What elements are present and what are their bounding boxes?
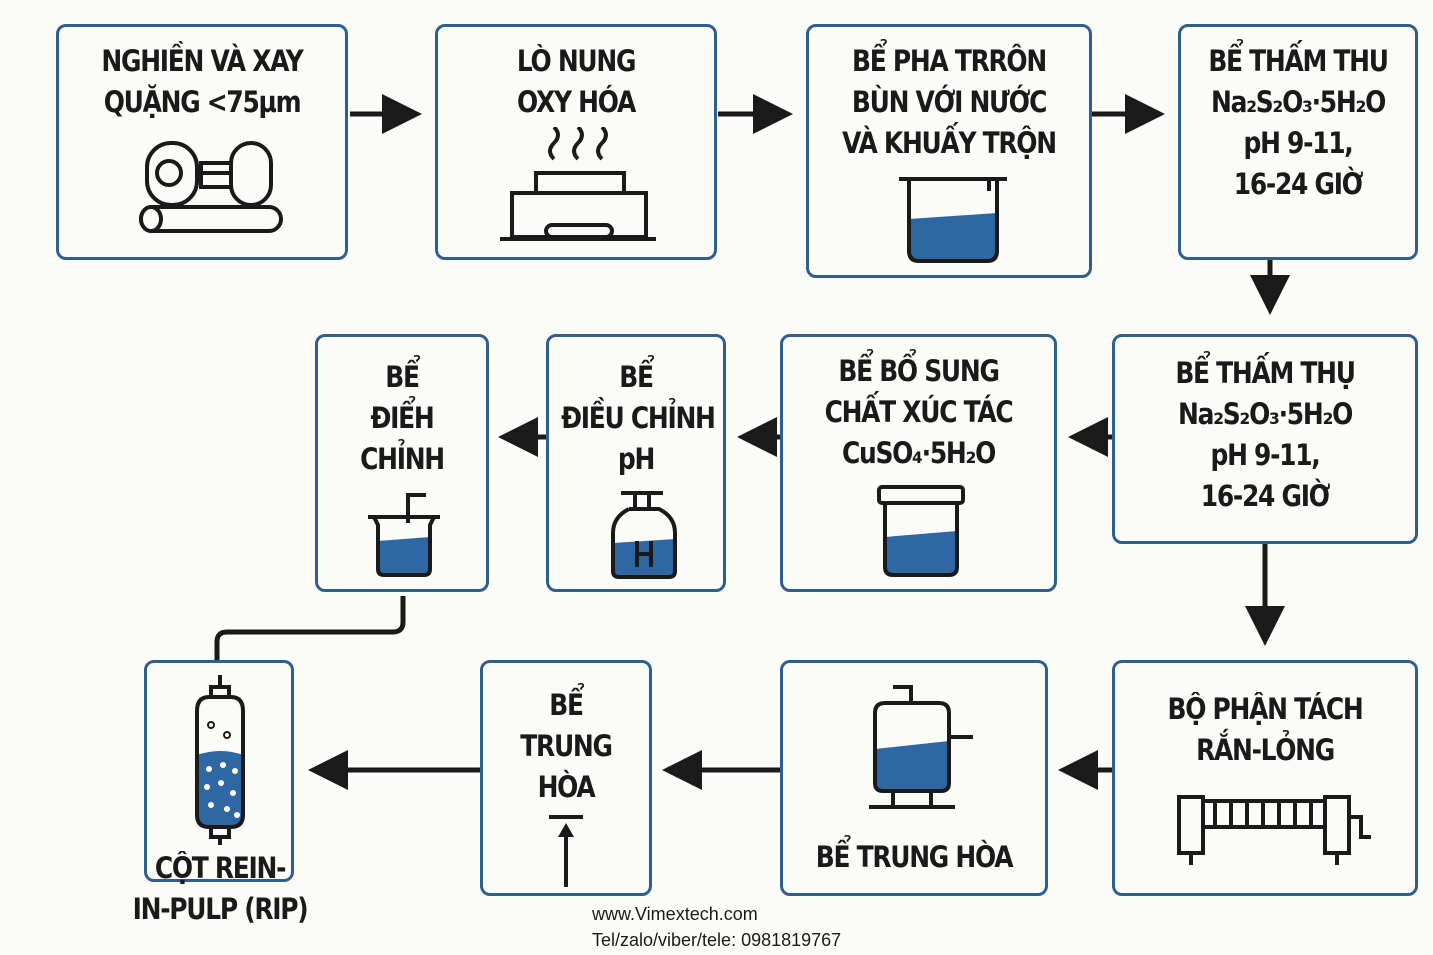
step-grinding-box: NGHIỀN VÀ XAY QUẶNG <75µm <box>56 24 348 260</box>
step-rip-column-label: CỘT REIN- IN-PULP (RIP) <box>132 851 309 926</box>
step-adjust-tank-label: BỂ ĐIỂH CHỈNH <box>360 360 445 476</box>
footer-contact: Tel/zalo/viber/tele: 0981819767 <box>592 930 842 950</box>
step-grinding-label: NGHIỀN VÀ XAY QUẶNG <75µm <box>101 44 303 119</box>
step-ph-adjust-label: BỂ ĐIỀU CHỈNH pH <box>561 360 716 476</box>
step-mixing-tank-box: BỂ PHA TRRÔN BÙN VỚI NƯỚC VÀ KHUẤY TRỘN <box>806 24 1092 278</box>
footer-website[interactable]: www.Vimextech.com <box>592 904 758 924</box>
step-solid-liquid-separator-label: BỘ PHẬN TÁCH RẮN-LỎNG <box>1167 692 1364 767</box>
step-neutralization-box: BỂ TRUNG HÒA <box>480 660 652 896</box>
pipe-s8-s12 <box>214 596 406 690</box>
step-rip-column-box <box>144 660 294 882</box>
step-adjust-tank-box: BỂ ĐIỂH CHỈNH <box>315 334 489 592</box>
step-mixing-tank-label: BỂ PHA TRRÔN BÙN VỚI NƯỚC VÀ KHUẤY TRỘN <box>842 44 1057 160</box>
mixing-tank-icon <box>899 177 1007 263</box>
filter-press-icon <box>1177 795 1371 865</box>
step-leaching-tank-2-label: BỂ THẤM THỤ Na₂S₂O₃·5H₂O pH 9-11, 16-24 … <box>1175 356 1356 513</box>
step-oxidation-furnace-label: LÒ NUNG OXY HÓA <box>516 44 637 119</box>
step-catalyst-tank-box: BỂ BỔ SUNG CHẤT XÚC TÁC CuSO₄·5H₂O <box>780 334 1057 592</box>
rip-column-icon <box>195 675 245 845</box>
step-ph-adjust-box: BỂ ĐIỀU CHỈNH pH <box>546 334 726 592</box>
beaker-icon <box>368 493 440 577</box>
step-neutralization-tank-box: BỂ TRUNG HÒA <box>780 660 1048 896</box>
step-oxidation-furnace-box: LÒ NUNG OXY HÓA <box>435 24 717 260</box>
step-leaching-tank-1-box: BỂ THẤM THU Na₂S₂O₃·5H₂O pH 9-11, 16-24 … <box>1178 24 1418 260</box>
grinder-icon <box>139 141 283 233</box>
neutralization-tank-icon <box>869 685 973 809</box>
t-pipe-icon <box>549 815 583 887</box>
step-leaching-tank-1-label: BỂ THẤM THU Na₂S₂O₃·5H₂O pH 9-11, 16-24 … <box>1208 44 1389 201</box>
step-neutralization-label: BỂ TRUNG HÒA <box>520 688 613 804</box>
ph-flask-icon <box>611 491 677 579</box>
furnace-icon <box>500 127 656 241</box>
step-solid-liquid-separator-box: BỘ PHẬN TÁCH RẮN-LỎNG <box>1112 660 1418 896</box>
step-neutralization-tank-label: BỂ TRUNG HÒA <box>815 840 1014 874</box>
step-catalyst-tank-label: BỂ BỔ SUNG CHẤT XÚC TÁC CuSO₄·5H₂O <box>824 354 1014 470</box>
step-leaching-tank-2-box: BỂ THẤM THỤ Na₂S₂O₃·5H₂O pH 9-11, 16-24 … <box>1112 334 1418 544</box>
catalyst-tank-icon <box>877 485 965 577</box>
